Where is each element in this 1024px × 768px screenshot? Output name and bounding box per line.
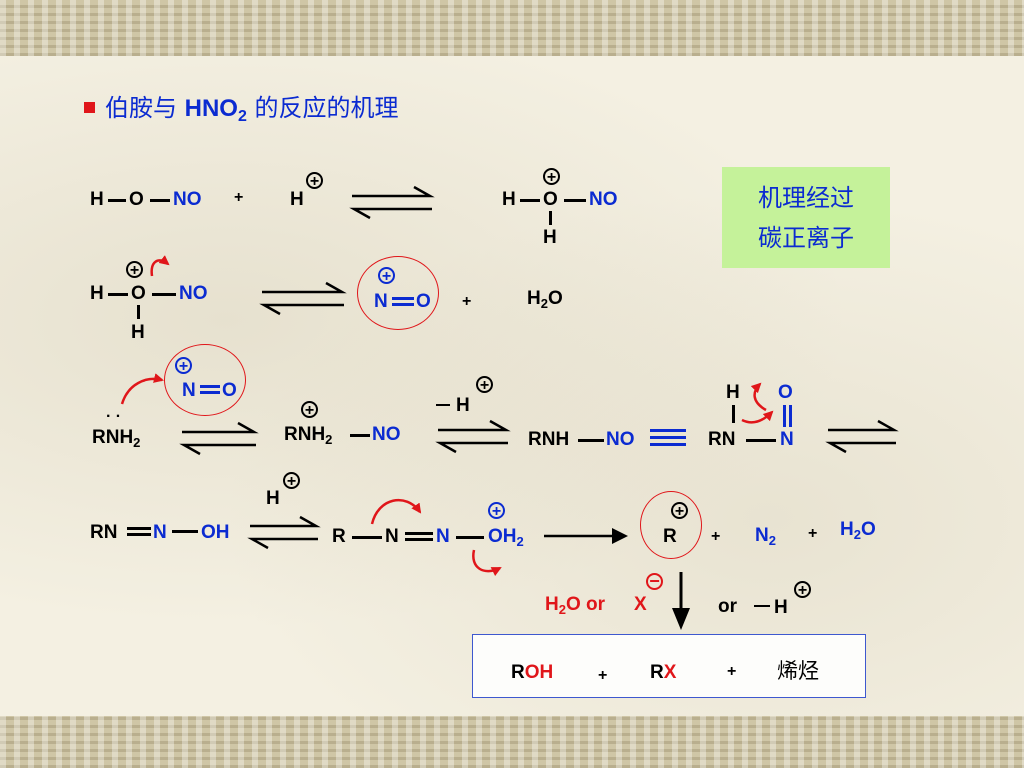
positive-charge-icon: + [283,472,300,490]
decorative-bottom-border [0,716,1024,768]
plus-sign: + [808,525,818,542]
final-products-box [472,634,866,698]
positive-charge-icon: + [126,261,143,279]
electron-flow-arrow-icon [750,382,767,412]
down-arrowhead-icon [672,608,690,630]
reaction-arrowhead-icon [612,528,628,544]
electron-flow-arrow-icon [370,498,422,525]
plus-sign: + [462,293,472,310]
plus-sign: + [711,528,721,545]
equilibrium-arrow-icon [435,419,511,454]
nucleophile-x: X [634,594,647,615]
mechanism-note-box: 机理经过 碳正离子 [722,167,890,268]
positive-charge-icon: + [476,376,493,394]
negative-charge-icon: − [646,572,663,590]
positive-charge-icon: + [543,168,560,186]
minus-proton: H [774,597,788,618]
plus-sign: + [727,663,737,680]
equilibrium-arrow-icon [179,421,259,456]
equilibrium-arrow-icon [259,281,347,316]
positive-charge-icon: + [301,401,318,419]
water-product: H2O [840,519,876,542]
bullet-square-icon [84,102,95,113]
carbocation-highlight-circle [640,491,702,559]
electron-flow-arrow-icon [472,549,502,577]
product-alkene: 烯烃 [777,659,819,683]
positive-charge-icon: + [306,172,323,190]
slide-title: 伯胺与 HNO2 的反应的机理 [84,88,399,126]
electron-flow-arrow-icon [150,255,170,277]
electron-flow-arrow-icon [741,410,774,424]
note-line-2: 碳正离子 [758,224,854,252]
electron-flow-arrow-icon [120,373,164,405]
equilibrium-arrow-icon [825,419,899,454]
or-label: or [718,596,737,617]
nitrosonium-highlight-circle [164,344,246,416]
positive-charge-icon: + [378,267,395,285]
positive-charge-icon: + [175,357,192,375]
decorative-top-border [0,0,1024,56]
plus-sign: + [234,189,244,206]
equilibrium-arrow-icon [349,185,435,220]
product-halide: RX [650,662,677,683]
product-alcohol: ROH [511,662,554,683]
equilibrium-arrow-icon [247,515,321,550]
positive-charge-icon: + [488,502,505,520]
nitrogen-gas: N2 [755,525,776,548]
note-line-1: 机理经过 [758,184,854,212]
nucleophile-h2o-or: H2O or [545,594,606,617]
positive-charge-icon: + [794,581,811,599]
plus-sign: + [598,667,608,684]
positive-charge-icon: + [671,502,688,520]
nitrosonium-highlight-circle [357,256,439,330]
